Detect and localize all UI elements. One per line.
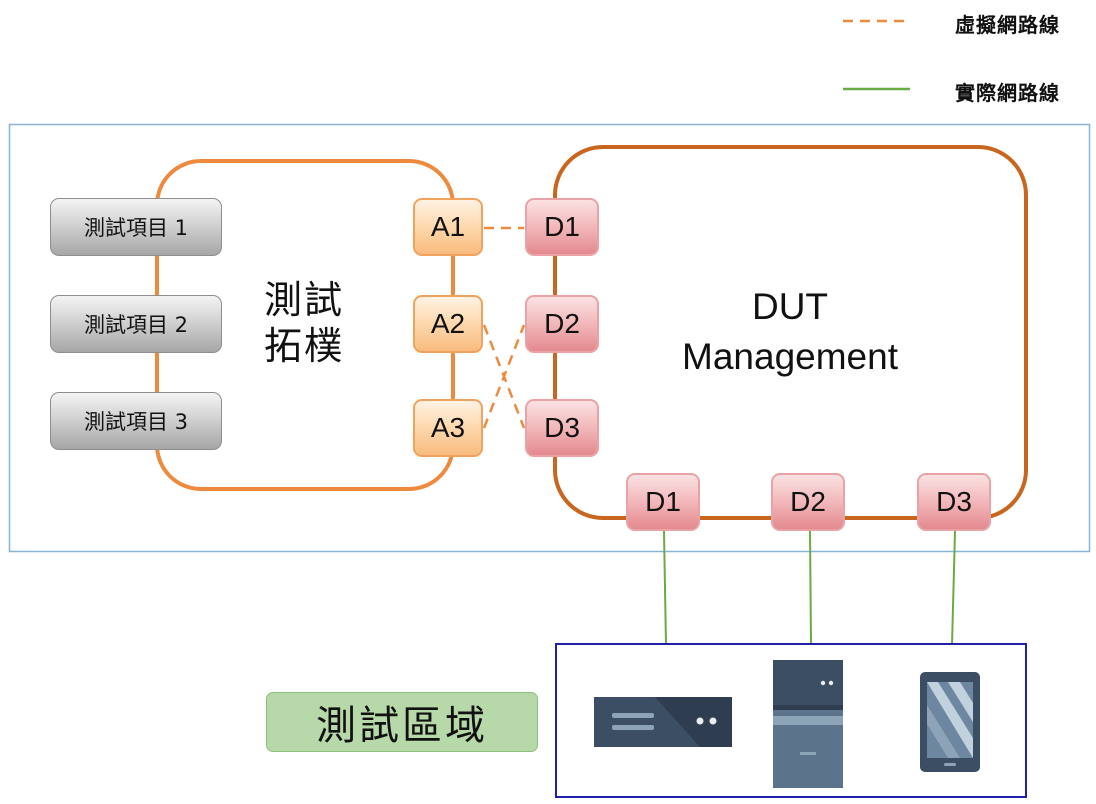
dut-label-line-1: DUT xyxy=(751,286,829,327)
dut-label: DUT Management xyxy=(640,282,940,382)
topology-label-line-2: 拓樸 xyxy=(263,324,344,368)
port-d1-bottom: D1 xyxy=(626,473,700,531)
physical-link-d2 xyxy=(809,530,812,646)
port-d3-left: D3 xyxy=(525,399,599,457)
dut-label-line-2: Management xyxy=(682,336,898,377)
test-item-1: 測試項目 1 xyxy=(50,198,222,256)
physical-link-d1 xyxy=(663,530,667,646)
test-item-3: 測試項目 3 xyxy=(50,392,222,450)
legend-virtual-label: 虛擬網路線 xyxy=(955,13,1060,37)
topology-label-line-1: 測試 xyxy=(263,278,344,322)
phone-icon xyxy=(920,672,980,772)
port-a2: A2 xyxy=(413,295,483,353)
test-item-2: 測試項目 2 xyxy=(50,295,222,353)
port-a1: A1 xyxy=(413,198,483,256)
server-icon xyxy=(594,697,732,747)
virtual-link-a3-d2 xyxy=(482,324,526,429)
legend-physical-label: 實際網路線 xyxy=(955,81,1060,105)
port-d2-left: D2 xyxy=(525,295,599,353)
physical-link-d3 xyxy=(951,530,956,646)
test-environment-box xyxy=(8,123,1091,553)
topology-label: 測試 拓樸 xyxy=(262,277,346,369)
port-d1-left: D1 xyxy=(525,198,599,256)
port-d3-bottom: D3 xyxy=(917,473,991,531)
port-d2-bottom: D2 xyxy=(771,473,845,531)
test-zone-label: 測試區域 xyxy=(266,692,538,752)
device-box xyxy=(555,643,1027,798)
tower-icon xyxy=(773,660,843,788)
port-a3: A3 xyxy=(413,399,483,457)
